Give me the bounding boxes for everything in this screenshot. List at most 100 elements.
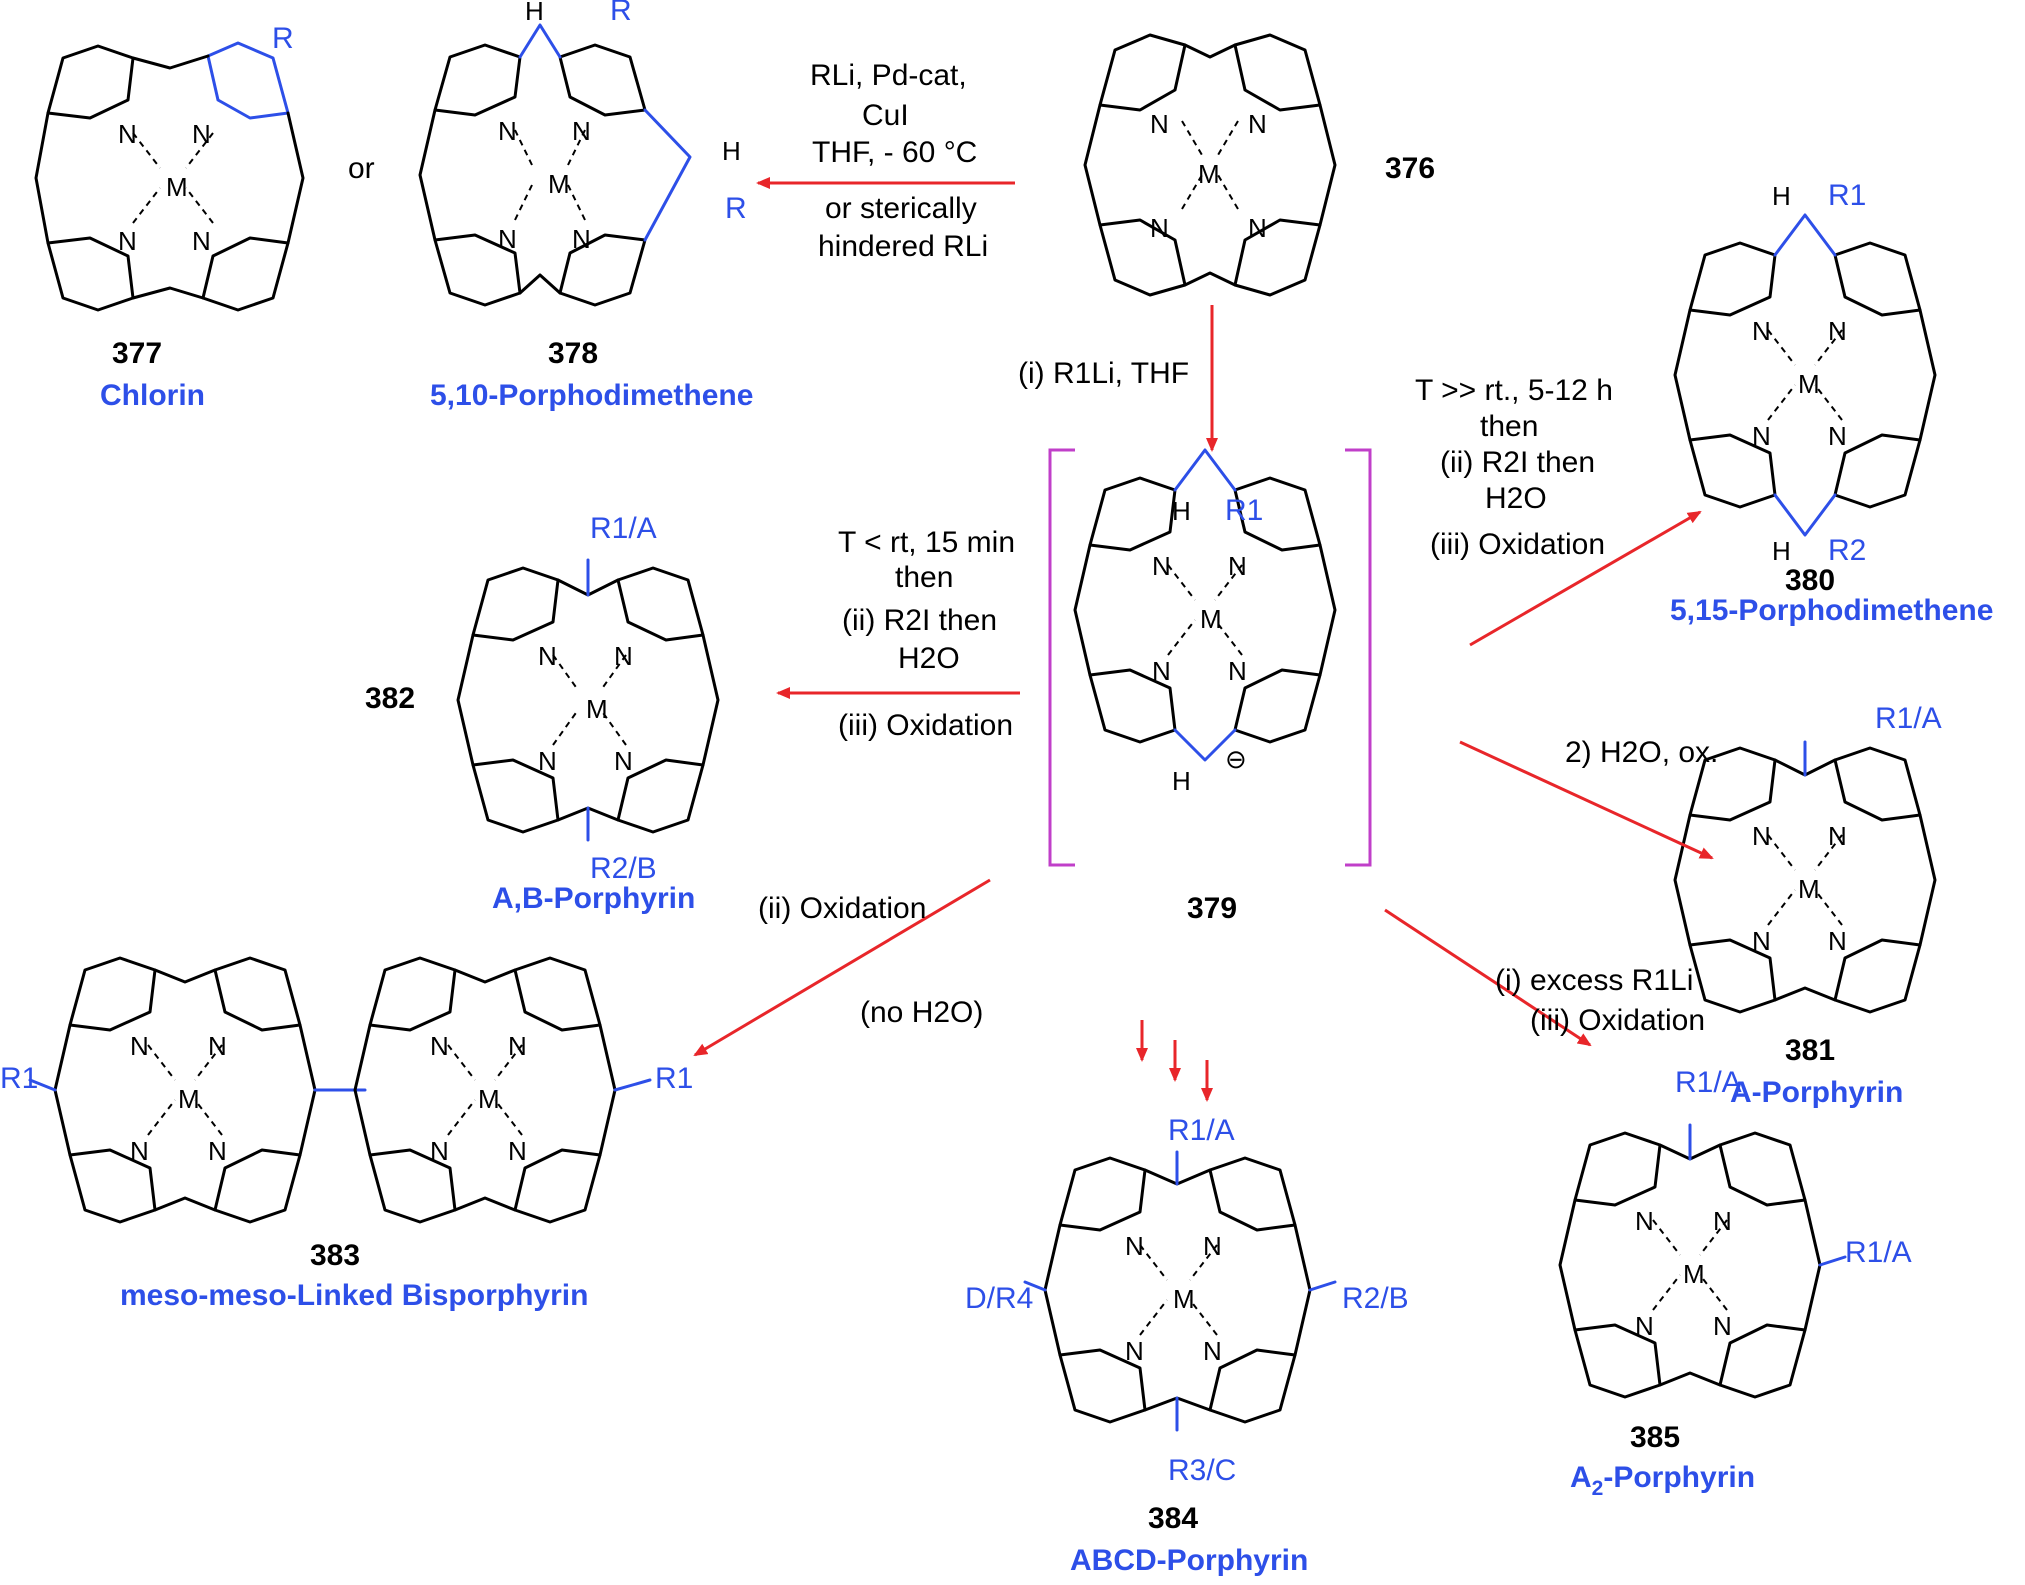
compound-name-384: ABCD-Porphyrin xyxy=(1070,1544,1308,1577)
cond-380-line2: then xyxy=(1480,410,1538,443)
bracket-right xyxy=(1345,448,1372,867)
arrow-379-to-381 xyxy=(1459,740,1714,860)
reaction-arrows xyxy=(693,177,1714,1102)
compound-name-383: meso-meso-Linked Bisporphyrin xyxy=(120,1279,588,1312)
atom-h: H xyxy=(525,0,544,26)
arrow-379-to-380 xyxy=(1469,510,1702,647)
cond-382-line5: (iii) Oxidation xyxy=(838,709,1013,742)
atom-n: N xyxy=(1635,1311,1654,1341)
atom-m: M xyxy=(548,169,570,199)
atom-n: N xyxy=(1828,421,1847,451)
arrow-379-to-385 xyxy=(1384,908,1592,1047)
substituent-r1: R1 xyxy=(655,1062,693,1095)
compound-number-385: 385 xyxy=(1630,1421,1680,1454)
atom-m: M xyxy=(166,172,188,202)
substituent-r1: R1 xyxy=(1225,494,1263,527)
atom-n: N xyxy=(508,1031,527,1061)
atom-n: N xyxy=(1152,551,1171,581)
compound-number-376: 376 xyxy=(1385,152,1435,185)
compound-name-382: A,B-Porphyrin xyxy=(492,882,695,915)
atom-labels: M N N N N M N N N N M H H N N N N M H H … xyxy=(118,0,1847,1366)
substituent-r1: R1 xyxy=(0,1062,38,1095)
compound-labels: 376 377 Chlorin or 378 5,10-Porphodimeth… xyxy=(100,152,1993,1577)
atom-n: N xyxy=(1752,926,1771,956)
compound-name-378: 5,10-Porphodimethene xyxy=(430,379,753,412)
substituent-r2: R2 xyxy=(1828,534,1866,567)
atom-n: N xyxy=(614,641,633,671)
atom-n: N xyxy=(538,641,557,671)
atom-m: M xyxy=(1798,369,1820,399)
atom-m: M xyxy=(1200,604,1222,634)
cond-382-line3: (ii) R2I then xyxy=(842,604,997,637)
atom-n: N xyxy=(1752,316,1771,346)
substituent-r: R xyxy=(272,22,294,55)
cond-379: (i) R1Li, THF xyxy=(1018,357,1189,390)
atom-m: M xyxy=(1798,874,1820,904)
atom-m: M xyxy=(1173,1284,1195,1314)
chlorin-377 xyxy=(34,41,305,312)
atom-n: N xyxy=(1248,213,1267,243)
atom-n: N xyxy=(118,119,137,149)
atom-m: M xyxy=(478,1084,500,1114)
substituent-labels: R R R R1 R1 R2 R1/A R1/A R2/B R1 R1 R1/A… xyxy=(0,0,1942,1487)
atom-n: N xyxy=(1635,1206,1654,1236)
atom-n: N xyxy=(208,1136,227,1166)
atom-n: N xyxy=(1228,656,1247,686)
atom-n: N xyxy=(130,1136,149,1166)
cond-378-line5: hindered RLi xyxy=(818,230,988,263)
substituent-r: R xyxy=(610,0,632,27)
substituent-r3c: R3/C xyxy=(1168,1454,1236,1487)
atom-n: N xyxy=(1228,551,1247,581)
compound-number-382: 382 xyxy=(365,682,415,715)
cond-380-line1: T >> rt., 5-12 h xyxy=(1415,374,1613,407)
bracket-left xyxy=(1048,448,1075,867)
atom-n: N xyxy=(538,746,557,776)
substituent-r: R xyxy=(725,192,747,225)
substituent-r1a: R1/A xyxy=(1845,1236,1912,1269)
porphyrin-381 xyxy=(1673,740,1937,1014)
cond-385-line1: (i) excess R1Li xyxy=(1495,964,1693,997)
bisporphyrin-383-right xyxy=(353,956,652,1224)
substituent-r1a: R1/A xyxy=(1875,702,1942,735)
substituent-r1: R1 xyxy=(1828,179,1866,212)
atom-n: N xyxy=(1125,1336,1144,1366)
atom-h: H xyxy=(722,136,741,166)
atom-n: N xyxy=(208,1031,227,1061)
atom-n: N xyxy=(1828,926,1847,956)
cond-381: 2) H2O, ox. xyxy=(1565,736,1718,769)
compound-name-381: A-Porphyrin xyxy=(1730,1076,1903,1109)
atom-h: H xyxy=(1772,536,1791,566)
substituent-r2b: R2/B xyxy=(590,852,657,885)
cond-378-line1: RLi, Pd-cat, xyxy=(810,59,967,92)
atom-n: N xyxy=(498,224,517,254)
cond-382-line1: T < rt, 15 min xyxy=(838,526,1015,559)
atom-n: N xyxy=(1203,1336,1222,1366)
atom-m: M xyxy=(178,1084,200,1114)
porphyrin-376 xyxy=(1083,33,1337,297)
atom-n: N xyxy=(572,224,591,254)
atom-n: N xyxy=(192,119,211,149)
atom-n: N xyxy=(614,746,633,776)
porphyrin-382 xyxy=(456,558,720,842)
compound-number-383: 383 xyxy=(310,1239,360,1272)
atom-n: N xyxy=(1828,821,1847,851)
substituent-r2b: R2/B xyxy=(1342,1282,1409,1315)
cond-383-line2: (no H2O) xyxy=(860,996,983,1029)
cond-378-line2: CuI xyxy=(862,99,909,132)
compound-number-384: 384 xyxy=(1148,1502,1198,1535)
atom-n: N xyxy=(430,1136,449,1166)
cond-378-line4: or sterically xyxy=(825,192,977,225)
atom-n: N xyxy=(1150,213,1169,243)
cond-380-line3: (ii) R2I then xyxy=(1440,446,1595,479)
atom-m: M xyxy=(1198,159,1220,189)
atom-n: N xyxy=(1713,1206,1732,1236)
atom-n: N xyxy=(1752,421,1771,451)
atom-n: N xyxy=(1713,1311,1732,1341)
atom-n: N xyxy=(1152,656,1171,686)
reaction-conditions: RLi, Pd-cat, CuI THF, - 60 °C or sterica… xyxy=(758,59,1718,1037)
compound-name-385: A2-Porphyrin xyxy=(1570,1461,1755,1500)
atom-h: H xyxy=(1772,181,1791,211)
atom-n: N xyxy=(1828,316,1847,346)
compound-number-380: 380 xyxy=(1785,564,1835,597)
